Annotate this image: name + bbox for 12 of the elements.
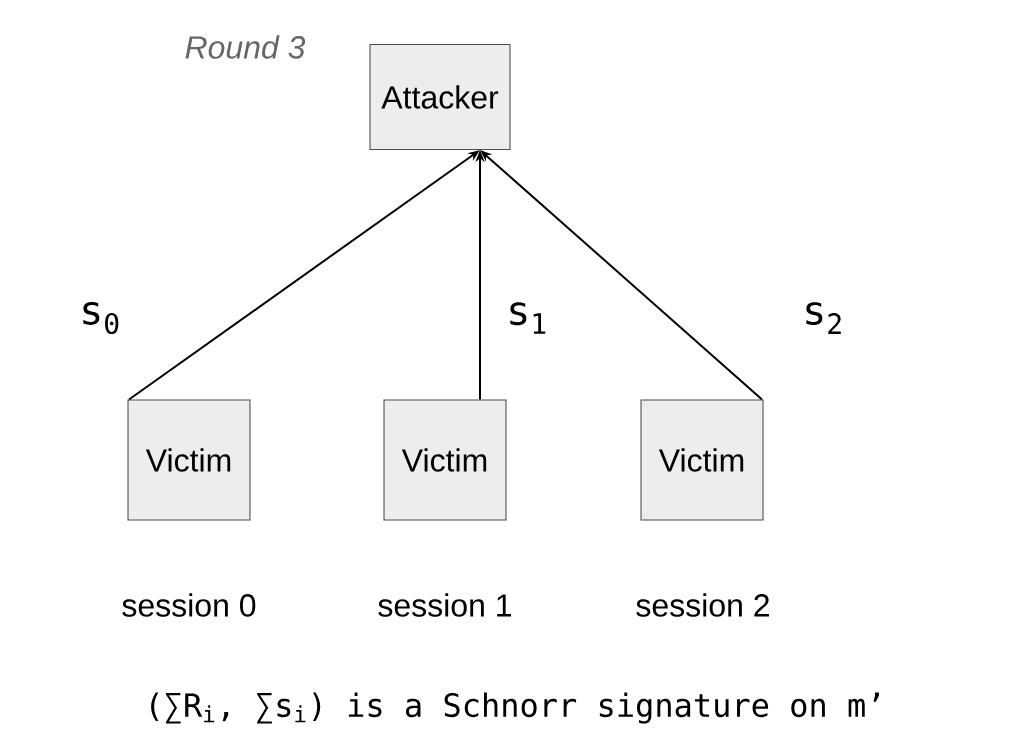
round-label: Round 3 (185, 35, 306, 59)
edge-label: s$_{1}$ (510, 302, 546, 334)
process-box: Victim (383, 399, 507, 521)
edge-label: s$_{0}$ (83, 301, 119, 335)
process-box: Victim (640, 399, 764, 521)
edge-label: s$_{2}$ (806, 302, 841, 334)
formula-note: (∑R$_{i}$, ∑s$_{i}$) is a Schnorr signature on m’ (151, 692, 879, 724)
session-label: session 0 (122, 593, 256, 617)
process-box: Victim (127, 399, 251, 521)
session-label: session 2 (636, 593, 769, 617)
session-label: session 1 (378, 593, 511, 617)
process-box: Attacker (369, 43, 511, 151)
